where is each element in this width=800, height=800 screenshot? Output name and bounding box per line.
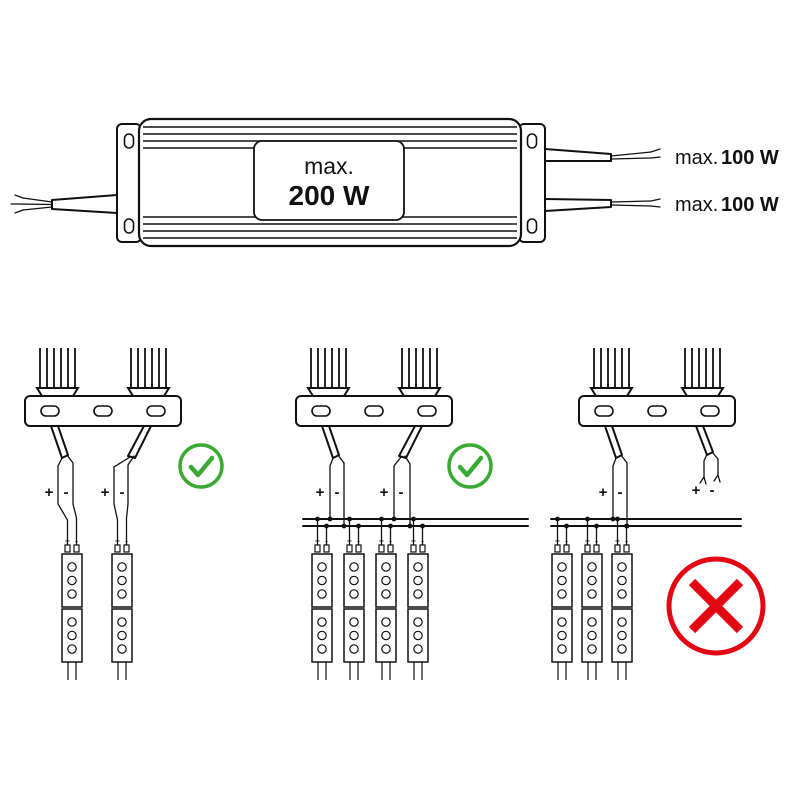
- wire-fray: [650, 148, 661, 159]
- left-mounting-flange: [116, 123, 142, 243]
- minus-label: -: [120, 484, 125, 501]
- output-cable-1: + -: [599, 425, 628, 527]
- output-bottom-value: 100 W: [721, 194, 779, 216]
- minus-label: -: [335, 484, 340, 501]
- minus-label: -: [64, 484, 69, 501]
- negative-wire: [125, 455, 135, 546]
- plus-label: +: [316, 484, 325, 501]
- negative-wire: [620, 454, 628, 527]
- minus-label: -: [710, 482, 715, 499]
- cable-outline: [51, 194, 118, 214]
- cable-wires: [610, 151, 652, 160]
- cable-outline: [127, 425, 152, 459]
- output-top-value: 100 W: [721, 147, 779, 169]
- cable-wires: [17, 197, 53, 211]
- psu-top-view-instance: [578, 347, 736, 427]
- positive-wire: [393, 456, 402, 520]
- negative-wire-cut: [711, 451, 719, 476]
- bus-drop-wires: [316, 518, 424, 546]
- led-strip-instance: [343, 534, 365, 681]
- distribution-bus: [550, 518, 742, 527]
- output-cable-2-unconnected: + -: [692, 425, 721, 499]
- negative-wire: [337, 454, 345, 527]
- right-mounting-flange: [518, 123, 546, 243]
- psu-rating-plate: [253, 140, 405, 221]
- minus-label: -: [618, 484, 623, 501]
- diagram-three-strips-one-output: + - + -: [550, 347, 766, 681]
- cross-circle-icon: [666, 556, 766, 656]
- led-strip-instance: [581, 534, 603, 681]
- mounting-slot: [123, 133, 135, 149]
- minus-label: -: [399, 484, 404, 501]
- negative-wire: [404, 455, 411, 527]
- plus-label: +: [45, 484, 54, 501]
- wire-fray: [650, 198, 661, 208]
- output-cable-2: + -: [101, 425, 152, 546]
- psu-top-view-instance: [295, 347, 453, 427]
- led-strip-instance: [311, 534, 333, 681]
- psu-top-view-instance: [24, 347, 182, 427]
- led-strip-instance: [111, 534, 133, 681]
- error-cross: [688, 578, 744, 634]
- plus-label: +: [599, 484, 608, 501]
- led-strip-instance: [375, 534, 397, 681]
- bus-junction-dots: [315, 516, 425, 529]
- cable-outline: [321, 425, 340, 459]
- output-top-prefix: max.: [675, 147, 718, 169]
- positive-wire: [57, 457, 69, 546]
- positive-wire: [113, 456, 131, 546]
- output-cable-1: + -: [316, 425, 345, 527]
- cable-outline: [604, 425, 623, 459]
- input-cable: [10, 194, 118, 214]
- mounting-slot: [123, 218, 135, 234]
- cable-outline: [398, 425, 423, 459]
- rating-value: 200 W: [289, 180, 370, 211]
- output-bottom-prefix: max.: [675, 194, 718, 216]
- negative-wire: [66, 454, 78, 546]
- wire-fray: [699, 474, 721, 485]
- mounting-slot: [526, 133, 538, 149]
- led-strip-instance: [61, 534, 83, 681]
- rating-prefix: max.: [304, 153, 354, 179]
- positive-wire-cut: [703, 453, 708, 478]
- output-cable-bottom: [544, 198, 661, 212]
- cable-outline: [544, 148, 612, 162]
- diagram-four-strips-bus: + - + -: [295, 347, 529, 681]
- plus-label: +: [692, 482, 701, 499]
- wire-fray: [10, 194, 24, 214]
- cable-outline: [50, 425, 69, 459]
- plus-label: +: [380, 484, 389, 501]
- plus-label: +: [101, 484, 110, 501]
- mounting-slot: [526, 218, 538, 234]
- positive-wire: [329, 457, 334, 520]
- bus-junction-dots: [555, 516, 630, 529]
- positive-wire: [612, 457, 617, 520]
- psu-side-view: max. 200 W max. 100 W max. 100 W: [10, 117, 779, 248]
- check-circle-icon: [449, 445, 491, 487]
- led-strip-instance: [407, 534, 429, 681]
- led-strip-instance: [611, 534, 633, 681]
- output-cable-top: [544, 148, 661, 162]
- output-cable-2: + -: [380, 425, 423, 527]
- check-circle-icon: [180, 445, 222, 487]
- diagram-two-strips-direct: + - + -: [24, 347, 222, 681]
- cable-wires: [610, 200, 652, 207]
- output-cable-1: + -: [45, 425, 78, 546]
- cable-outline: [695, 425, 714, 456]
- led-strip-instance: [551, 534, 573, 681]
- cable-outline: [544, 198, 612, 212]
